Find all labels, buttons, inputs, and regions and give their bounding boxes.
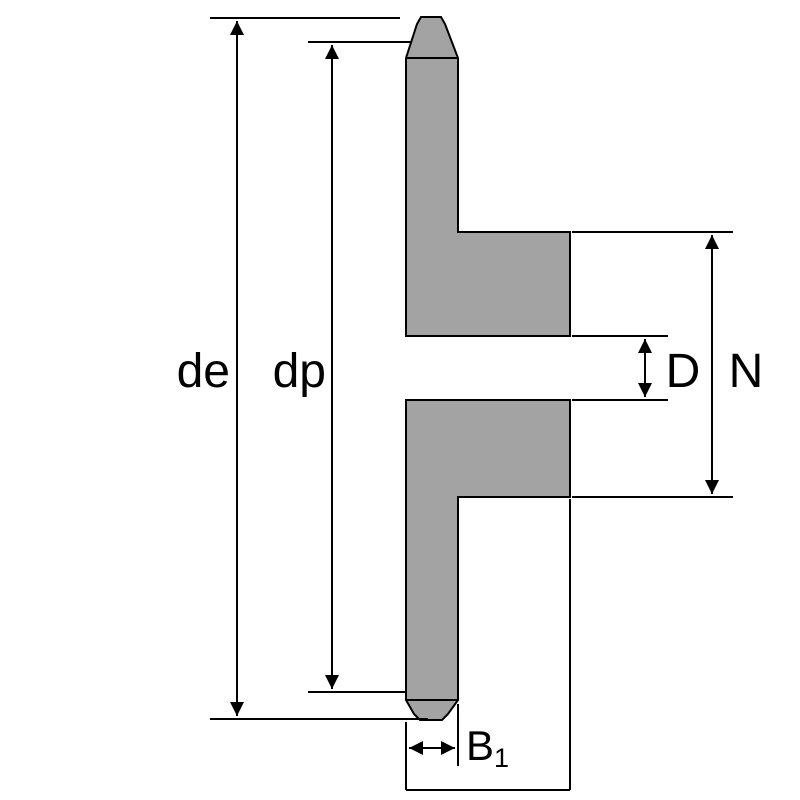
sprocket-upper-body (405, 16, 571, 337)
label-dp: dp (273, 345, 326, 398)
sprocket-lower-body (405, 399, 571, 721)
label-de: de (177, 345, 230, 398)
hub-extension-lines (406, 499, 571, 791)
sprocket-cross-section (405, 16, 571, 721)
dimension-de: de (177, 17, 428, 720)
dimension-N: N (572, 231, 764, 498)
label-N: N (729, 345, 764, 398)
label-B1: B1 (466, 722, 509, 773)
dimension-D: D (572, 335, 701, 401)
dimension-dp: dp (273, 45, 339, 689)
label-B1-subscript: 1 (494, 743, 509, 773)
label-B1-base: B (466, 722, 494, 769)
dimension-B1: B1 (405, 704, 509, 790)
label-D: D (666, 345, 701, 398)
